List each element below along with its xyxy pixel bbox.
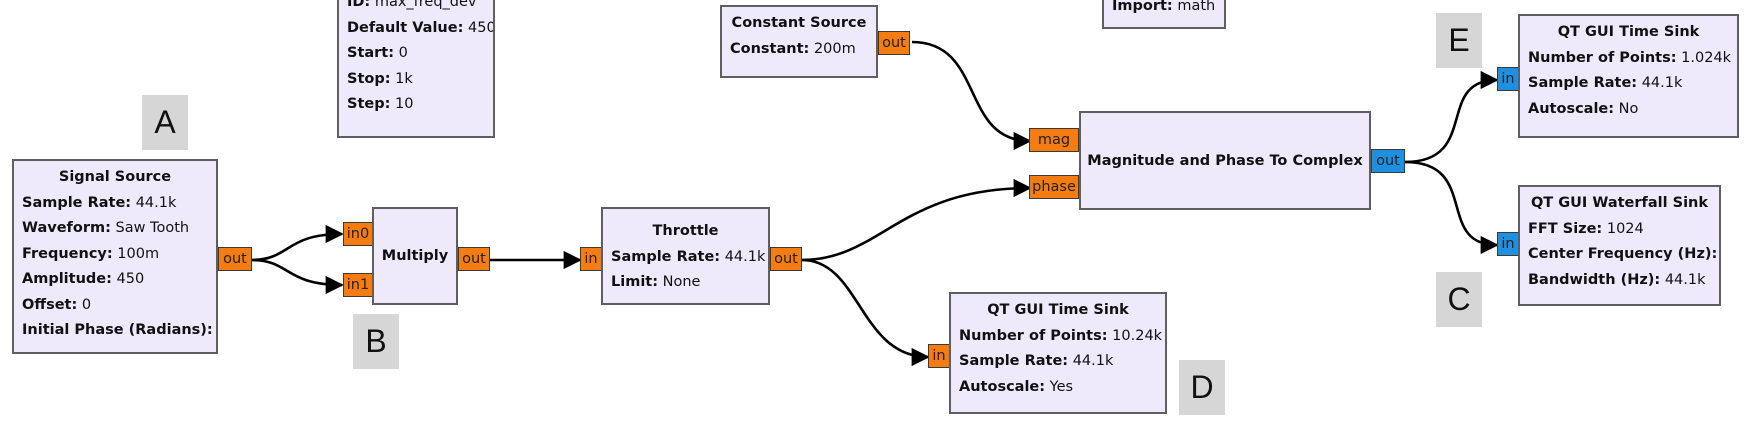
label-c: C: [1436, 272, 1482, 327]
time-sink-e-in-port[interactable]: in: [1497, 67, 1519, 91]
param-row: Offset: 0: [22, 296, 92, 313]
wire-signal-to-in1: [251, 258, 344, 295]
variable-row: Start: 0: [347, 45, 408, 61]
param-row: Number of Points: 10.24k: [959, 327, 1163, 344]
wire-throttle-to-timesink-d: [801, 258, 930, 367]
param-row: Amplitude: 450: [22, 271, 145, 287]
throttle-out-port[interactable]: out: [770, 247, 802, 271]
mag-phase-to-complex-block[interactable]: Magnitude and Phase To Complex: [1079, 111, 1371, 210]
qt-gui-waterfall-sink-block[interactable]: QT GUI Waterfall Sink FFT Size: 1024 Cen…: [1518, 185, 1721, 306]
param-row: Sample Rate: 44.1k: [22, 194, 177, 211]
constant-source-out-port[interactable]: out: [878, 31, 910, 55]
block-title: Signal Source: [58, 169, 172, 185]
block-title: QT GUI Time Sink: [987, 302, 1129, 318]
param-row: Sample Rate: 44.1k: [611, 248, 766, 265]
param-row: Center Frequency (Hz): 0: [1528, 246, 1718, 262]
throttle-in-port[interactable]: in: [580, 247, 602, 271]
param-row: Sample Rate: 44.1k: [959, 353, 1114, 369]
time-sink-d-in-port[interactable]: in: [928, 344, 950, 368]
mag-phase-out-port[interactable]: out: [1371, 149, 1405, 173]
label-a: A: [142, 95, 188, 150]
param-row: Waveform: Saw Tooth: [22, 220, 190, 236]
wire-magphase-to-timesink-e: [1404, 70, 1499, 164]
param-row: Constant: 200m: [730, 40, 856, 57]
throttle-block[interactable]: Throttle Sample Rate: 44.1k Limit: None: [601, 207, 770, 305]
param-row: Autoscale: Yes: [959, 378, 1074, 395]
variable-row: Default Value: 450: [347, 19, 495, 36]
variable-row: Stop: 1k: [347, 70, 413, 87]
param-row: FFT Size: 1024: [1528, 220, 1644, 237]
block-title: Multiply: [381, 248, 449, 264]
multiply-out-port[interactable]: out: [458, 247, 490, 271]
import-row: Import: math: [1112, 0, 1216, 14]
param-row: Frequency: 100m: [22, 245, 160, 262]
block-title: QT GUI Waterfall Sink: [1530, 195, 1709, 211]
block-title: Constant Source: [731, 15, 867, 31]
param-row: Sample Rate: 44.1k: [1528, 75, 1683, 91]
waterfall-sink-in-port[interactable]: in: [1497, 232, 1519, 256]
label-e: E: [1436, 13, 1482, 68]
variable-row: ID: max_freq_dev: [347, 0, 477, 10]
wire-signal-to-in0: [251, 224, 344, 262]
constant-source-block[interactable]: Constant Source Constant: 200m: [720, 5, 878, 78]
block-title: QT GUI Time Sink: [1557, 24, 1700, 40]
param-row: Initial Phase (Radians): 0: [22, 322, 213, 338]
wire-throttle-to-phase: [801, 178, 1032, 262]
wire-constant-to-mag: [911, 40, 1032, 151]
mag-phase-phase-port[interactable]: phase: [1029, 175, 1079, 199]
multiply-in1-port[interactable]: in1: [343, 273, 373, 297]
param-row: Number of Points: 1.024k: [1528, 49, 1732, 66]
param-row: Autoscale: No: [1528, 100, 1639, 117]
variable-block[interactable]: ID: max_freq_dev Default Value: 450 Star…: [337, 0, 495, 138]
variable-row: Step: 10: [347, 96, 414, 112]
wire-magphase-to-waterfall: [1404, 160, 1499, 255]
signal-source-out-port[interactable]: out: [218, 247, 252, 271]
multiply-in0-port[interactable]: in0: [343, 222, 373, 246]
param-row: Limit: None: [611, 274, 701, 290]
block-title: Throttle: [652, 223, 719, 239]
qt-gui-time-sink-e-block[interactable]: QT GUI Time Sink Number of Points: 1.024…: [1518, 14, 1739, 138]
qt-gui-time-sink-d-block[interactable]: QT GUI Time Sink Number of Points: 10.24…: [949, 292, 1167, 414]
mag-phase-mag-port[interactable]: mag: [1029, 128, 1079, 152]
signal-source-block[interactable]: Signal Source Sample Rate: 44.1k Wavefor…: [12, 159, 218, 354]
param-row: Bandwidth (Hz): 44.1k: [1528, 271, 1706, 288]
block-title: Magnitude and Phase To Complex: [1087, 152, 1363, 169]
label-d: D: [1179, 360, 1225, 415]
multiply-block[interactable]: Multiply: [372, 207, 458, 305]
import-block[interactable]: Import: math: [1102, 0, 1226, 29]
label-b: B: [353, 314, 399, 369]
